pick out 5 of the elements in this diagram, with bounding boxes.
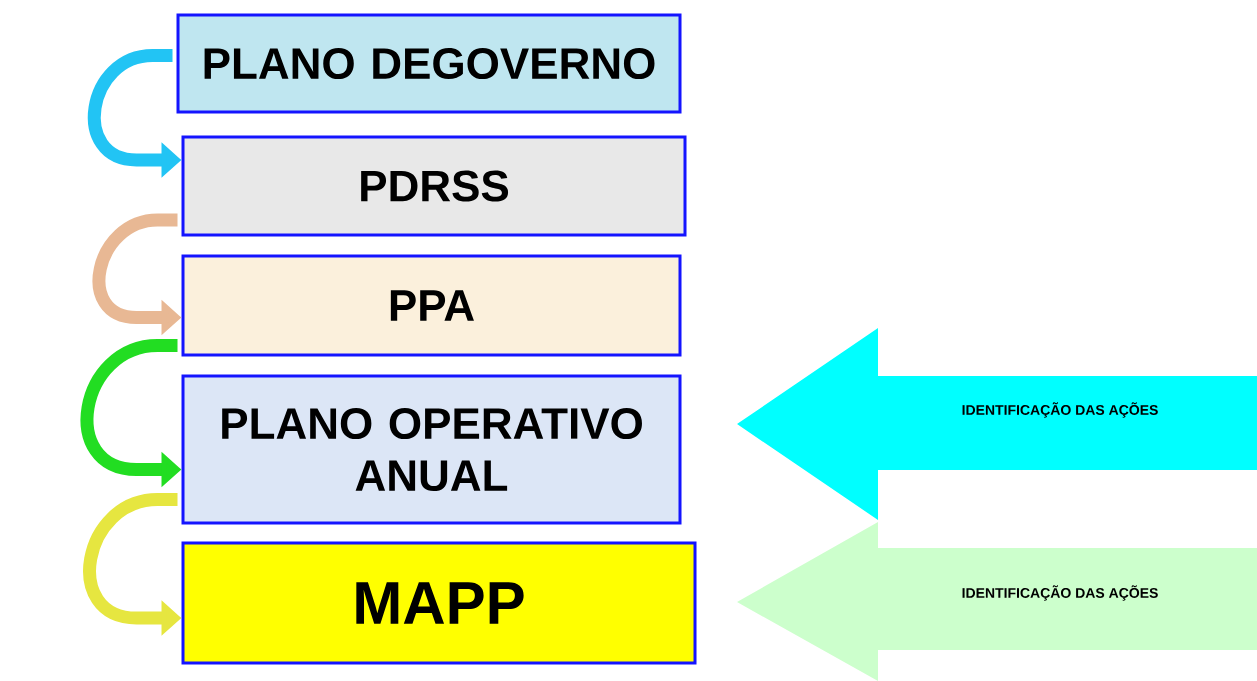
process-box: MAPP [181,541,697,665]
process-box: PPA [181,254,682,357]
process-box: PDRSS [181,135,687,237]
process-box: PLANO OPERATIVO ANUAL [181,374,682,525]
process-box: PLANO DEGOVERNO [176,13,682,114]
